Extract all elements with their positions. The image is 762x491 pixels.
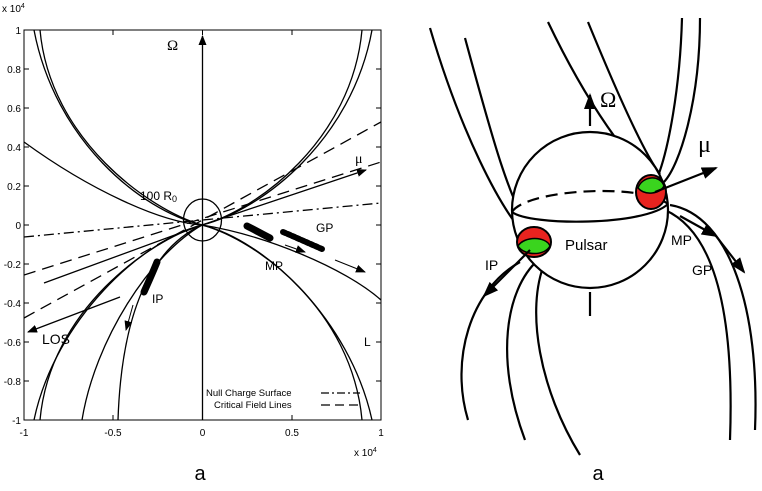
y-tick-label: -0.8 bbox=[4, 377, 22, 388]
y-tick-label: 0.2 bbox=[7, 182, 21, 193]
field-line bbox=[506, 259, 539, 441]
omega-label: Ω bbox=[167, 38, 178, 54]
closed-field-line bbox=[39, 30, 363, 226]
x-tick-label: -0.5 bbox=[104, 428, 122, 439]
gp-arrow bbox=[715, 235, 746, 274]
y-tick-label: -1 bbox=[12, 416, 21, 427]
l-label: L bbox=[364, 335, 371, 349]
ip-emission-region bbox=[140, 258, 161, 296]
legend-critical-field: Critical Field Lines bbox=[214, 400, 292, 411]
equator-back bbox=[511, 189, 669, 213]
field-line bbox=[656, 17, 684, 177]
emission-arrow bbox=[284, 244, 306, 253]
radius-circle bbox=[182, 198, 223, 242]
critical-field-line bbox=[24, 121, 381, 319]
field-line bbox=[460, 261, 521, 421]
ip-polar-cap bbox=[516, 226, 552, 258]
mu-label: μ bbox=[698, 132, 711, 158]
mu-label: μ bbox=[355, 152, 363, 167]
y-tick-label: 0.4 bbox=[7, 143, 21, 154]
mu-axis bbox=[201, 169, 367, 226]
x-scale-label: x 104 bbox=[354, 447, 377, 459]
x-tick-labels: -1 -0.5 0 0.5 1 bbox=[20, 428, 385, 439]
field-line bbox=[201, 224, 381, 301]
pulsar-sphere bbox=[510, 130, 670, 290]
right-labels: Ω μ Pulsar IP MP GP a bbox=[485, 87, 712, 485]
field-line bbox=[81, 224, 203, 420]
field-line bbox=[663, 17, 702, 183]
y-tick-labels: 1 0.8 0.6 0.4 0.2 0 -0.2 -0.4 -0.6 -0.8 … bbox=[4, 26, 22, 427]
x-tick-label: 0.5 bbox=[285, 428, 299, 439]
plot-content bbox=[24, 30, 381, 420]
equator-front bbox=[511, 203, 669, 223]
gp-label: GP bbox=[692, 262, 712, 278]
emission-arrow bbox=[124, 304, 134, 331]
mp-arrow bbox=[679, 215, 718, 237]
pulsar-label: Pulsar bbox=[565, 237, 608, 254]
field-line bbox=[664, 208, 732, 441]
x-tick-label: 0 bbox=[200, 428, 206, 439]
ip-arrow bbox=[482, 249, 531, 298]
los-label: LOS bbox=[42, 331, 70, 347]
legend-null-charge: Null Charge Surface bbox=[206, 388, 292, 399]
omega-label: Ω bbox=[600, 87, 616, 112]
mp-label: MP bbox=[671, 232, 692, 248]
x-tick-label: 1 bbox=[378, 428, 384, 439]
gp-emission-region bbox=[280, 229, 325, 252]
y-tick-label: 0.6 bbox=[7, 104, 21, 115]
gp-label: GP bbox=[316, 221, 333, 235]
y-tick-label: 1 bbox=[15, 26, 21, 37]
ip-label: IP bbox=[152, 292, 163, 306]
left-caption: a bbox=[194, 463, 206, 485]
x-tick-label: -1 bbox=[20, 428, 29, 439]
right-diagram bbox=[428, 17, 757, 456]
left-plot: 1 0.8 0.6 0.4 0.2 0 -0.2 -0.4 -0.6 -0.8 … bbox=[2, 3, 384, 485]
field-line bbox=[117, 224, 203, 420]
y-tick-label: -0.6 bbox=[4, 338, 22, 349]
y-tick-label: -0.4 bbox=[4, 299, 22, 310]
los-arrow bbox=[27, 296, 121, 333]
y-tick-label: 0.8 bbox=[7, 65, 21, 76]
right-caption: a bbox=[592, 463, 604, 485]
mp-polar-cap bbox=[635, 174, 667, 210]
mp-label: MP bbox=[265, 259, 283, 273]
mp-emission-region bbox=[243, 222, 274, 242]
mu-arrow bbox=[654, 166, 718, 194]
legend: Null Charge Surface Critical Field Lines bbox=[206, 388, 360, 411]
y-tick-label: -0.2 bbox=[4, 260, 22, 271]
field-line bbox=[24, 141, 203, 226]
critical-field-line bbox=[24, 161, 381, 276]
polar-cap-green bbox=[637, 177, 665, 194]
polar-cap-green bbox=[517, 237, 551, 255]
y-scale-label: x 104 bbox=[2, 3, 25, 15]
field-line bbox=[535, 261, 581, 456]
y-tick-label: 0 bbox=[15, 221, 21, 232]
ip-label: IP bbox=[485, 257, 498, 273]
radius-label: 100 R0 bbox=[140, 189, 177, 204]
emission-arrow bbox=[334, 259, 366, 273]
field-line bbox=[669, 203, 757, 431]
mu-axis-lower bbox=[43, 224, 203, 284]
